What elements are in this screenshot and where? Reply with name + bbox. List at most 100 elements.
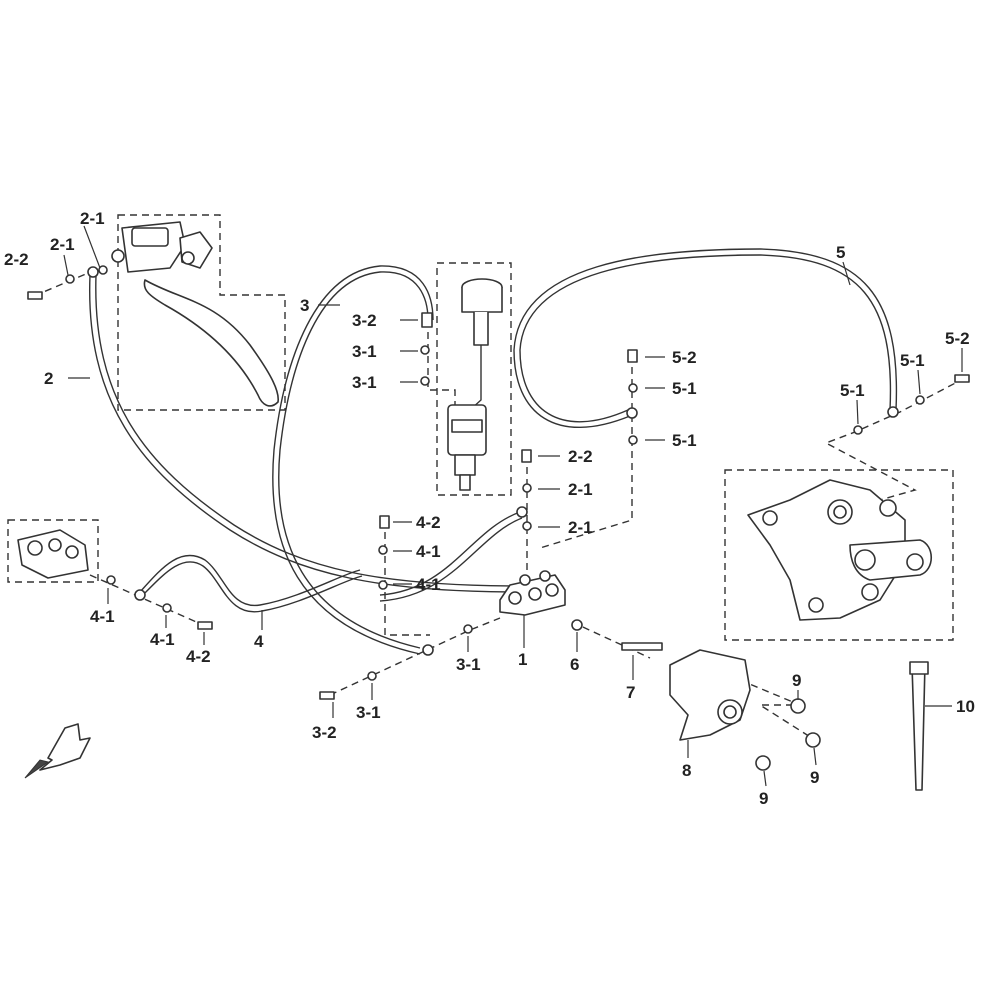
bolt [627,349,638,363]
label-3: 3 [300,296,309,315]
label-4-2-left: 4-2 [186,647,211,666]
label-5-1-right-2: 5-1 [840,381,865,400]
rear-brake-caliper [747,479,933,621]
washer [106,575,116,585]
label-5-2-mid: 5-2 [672,348,697,367]
valve-group-outline [7,519,99,583]
washer [367,671,377,681]
label-2-1-mid-2: 2-1 [568,518,593,537]
washer [378,545,388,555]
label-9-b: 9 [810,768,819,787]
label-7: 7 [626,683,635,702]
label-5-1-right: 5-1 [900,351,925,370]
delay-valve [17,529,89,579]
washer [65,274,75,284]
washer [378,580,388,590]
washer [522,521,532,531]
hose-2 [89,274,521,593]
label-4: 4 [254,632,264,651]
hose-3 [272,265,434,655]
caliper-bracket [669,649,751,741]
label-2: 2 [44,369,53,388]
banjo-fitting [422,644,434,656]
label-leaders [63,225,963,787]
label-8: 8 [682,761,691,780]
label-5: 5 [836,243,845,262]
label-4-1-left-2: 4-1 [150,630,175,649]
rear-master-cylinder [447,404,487,491]
master-cylinder-group-outline [117,214,286,411]
label-10: 10 [956,697,975,716]
flange-bolt [755,755,771,771]
part-labels: 2-2 2-1 2-1 2 3 3-2 3-1 3-1 5 5-2 5-1 5-… [4,209,975,808]
hose-4 [139,554,363,613]
washer [463,624,473,634]
washer [628,435,638,445]
washer [522,483,532,493]
label-4-1-left: 4-1 [90,607,115,626]
brake-fluid-reservoir [461,278,503,411]
label-5-1-mid: 5-1 [672,379,697,398]
label-3-1-top-2: 3-1 [352,373,377,392]
dash-connector-9 [739,679,816,741]
dash-connector-5-right [824,377,966,501]
washer [853,425,863,435]
label-3-2-bottom: 3-2 [312,723,337,742]
bolt [197,621,213,630]
front-direction-arrow-icon [24,723,91,779]
label-9-c: 9 [759,789,768,808]
banjo-fitting [516,506,528,518]
label-3-1-top: 3-1 [352,342,377,361]
label-9-a: 9 [792,671,801,690]
bolt [521,449,532,463]
bolt [27,291,43,300]
label-4-1-mid: 4-1 [416,542,441,561]
bolt [319,691,335,700]
long-bolt [621,642,663,651]
label-1: 1 [518,650,527,669]
banjo-fitting [887,406,899,418]
washer [420,376,430,386]
label-5-1-mid-2: 5-1 [672,431,697,450]
washer [571,619,583,631]
bolt [954,374,970,383]
hose-2-short [379,511,523,602]
label-3-2-top: 3-2 [352,311,377,330]
label-3-1-bottom-2: 3-1 [356,703,381,722]
banjo-fitting [87,266,99,278]
label-5-2-right: 5-2 [945,329,970,348]
washer [915,395,925,405]
washer [628,383,638,393]
bolt [379,515,390,529]
label-2-1-mid: 2-1 [568,480,593,499]
label-4-2-mid: 4-2 [416,513,441,532]
dash-connector-4 [384,520,430,636]
washer [98,265,108,275]
bolt [421,312,433,328]
dash-connector-6 [571,621,651,659]
brake-joint-block [499,570,566,616]
caliper-group-outline [724,469,954,641]
dash-connector-3-bot [329,617,501,696]
label-2-2-top-left: 2-2 [4,250,29,269]
fasteners [27,265,970,771]
label-2-1-top-left: 2-1 [50,235,75,254]
banjo-fitting [626,407,638,419]
banjo-fitting [134,589,146,601]
front-master-cylinder [111,221,213,273]
hose-5 [513,248,898,429]
cable-tie [909,661,929,791]
label-2-1-top-left-2: 2-1 [80,209,105,228]
flange-bolt [790,698,806,714]
flange-bolt [805,732,821,748]
washer [162,603,172,613]
reservoir-group-outline [436,262,512,496]
label-3-1-bottom: 3-1 [456,655,481,674]
brake-lever [143,279,279,407]
washer [420,345,430,355]
dash-connector-reservoir [427,320,456,410]
label-2-2-mid: 2-2 [568,447,593,466]
label-4-1-mid-2: 4-1 [416,575,441,594]
label-6: 6 [570,655,579,674]
